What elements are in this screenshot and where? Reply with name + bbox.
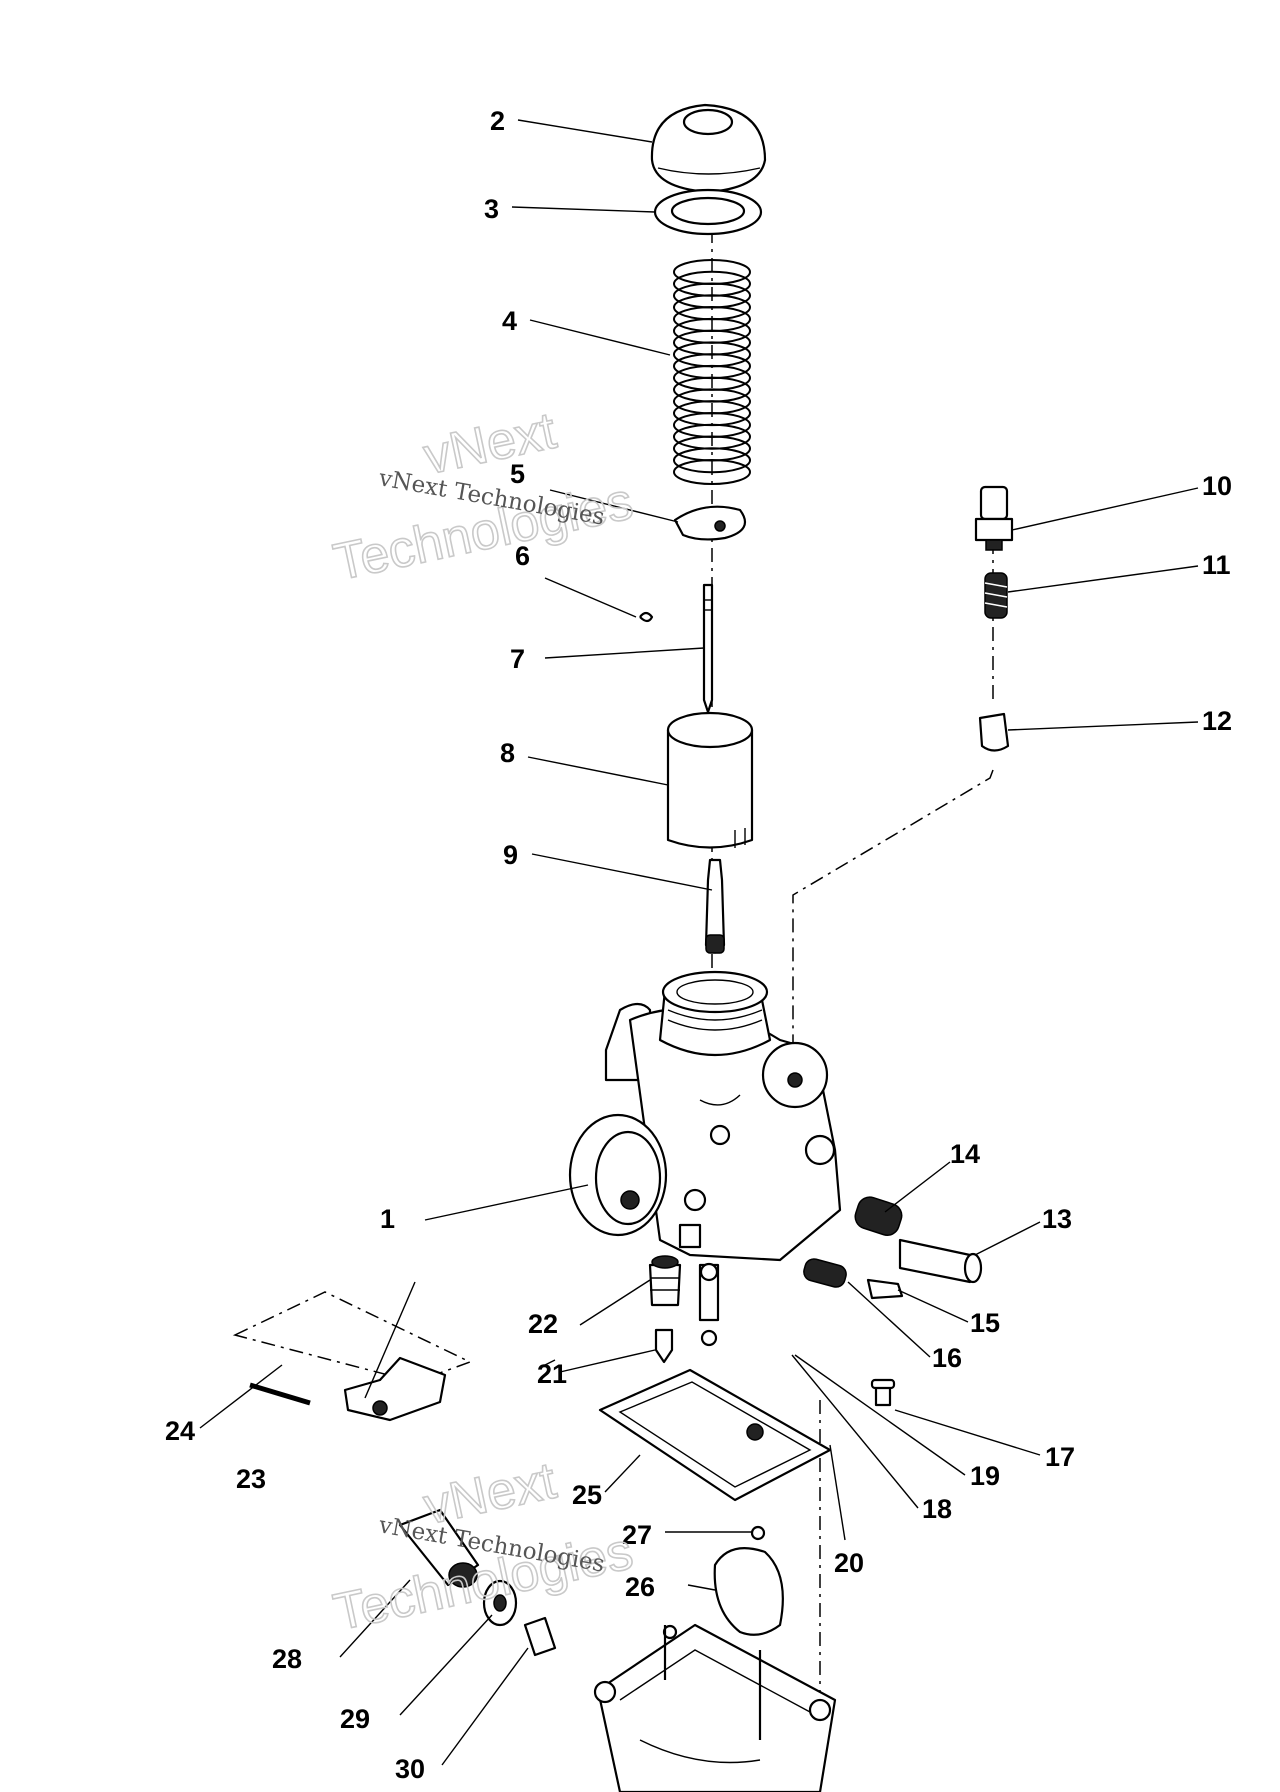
part-pilot-spring (803, 1258, 847, 1288)
callout-12: 12 (1202, 706, 1232, 736)
leader-lines (199, 119, 1199, 1766)
part-e-clip (639, 611, 654, 623)
callout-17: 17 (1045, 1442, 1075, 1472)
callout-3: 3 (484, 194, 499, 224)
callout-15: 15 (970, 1308, 1000, 1338)
part-float-needle (654, 1328, 674, 1364)
callout-26: 26 (625, 1572, 655, 1602)
callout-24: 24 (165, 1416, 195, 1446)
part-adjuster-seat (978, 712, 1010, 752)
pilot-route-line (792, 769, 994, 1080)
part-clip-plate (673, 505, 747, 541)
spring-coil (673, 447, 751, 474)
callout-21: 21 (537, 1359, 567, 1389)
part-washer (653, 188, 763, 236)
part-float-pin (249, 1382, 311, 1406)
part-needle-jet (704, 858, 726, 954)
part-pilot-screw (866, 1278, 904, 1300)
callout-7: 7 (510, 644, 525, 674)
part-adjuster-top (974, 485, 1014, 551)
part-pilot-jet (648, 1255, 682, 1307)
callout-19: 19 (970, 1461, 1000, 1491)
callout-18: 18 (922, 1494, 952, 1524)
part-jet-needle (702, 583, 714, 714)
callout-6: 6 (515, 541, 530, 571)
part-drain-washer (482, 1579, 518, 1627)
callout-labels: 1 2 3 4 5 6 7 8 9 10 11 12 13 14 15 16 1… (165, 106, 1232, 1784)
part-float-bowl (593, 1623, 837, 1792)
part-throttle-slide (666, 711, 754, 849)
part-cap (650, 103, 767, 194)
callout-29: 29 (340, 1704, 370, 1734)
callout-1: 1 (380, 1204, 395, 1234)
callout-13: 13 (1042, 1204, 1072, 1234)
callout-30: 30 (395, 1754, 425, 1784)
part-carburetor-body (568, 970, 842, 1262)
part-drain-screw (870, 1378, 896, 1407)
callout-2: 2 (490, 106, 505, 136)
part-drain-fitting (398, 1508, 480, 1588)
callout-11: 11 (1202, 550, 1231, 580)
part-idle-screw (898, 1238, 983, 1284)
part-main-jet-holder (698, 1262, 720, 1322)
part-drain-bolt (523, 1616, 557, 1657)
part-float (713, 1547, 784, 1636)
spring-coil (673, 459, 751, 485)
callout-27: 27 (622, 1520, 652, 1550)
callout-16: 16 (932, 1343, 962, 1373)
callout-5: 5 (510, 459, 525, 489)
callout-8: 8 (500, 738, 515, 768)
part-bowl-gasket (598, 1368, 832, 1502)
callout-23: 23 (236, 1464, 266, 1494)
callout-28: 28 (272, 1644, 302, 1674)
part-main-jet (700, 1329, 718, 1347)
callout-4: 4 (502, 306, 517, 336)
part-float-needle-seat (750, 1525, 766, 1541)
part-float-arm (232, 1291, 472, 1422)
part-idle-spring (854, 1196, 903, 1236)
callout-25: 25 (572, 1480, 602, 1510)
part-adjuster-spring (984, 572, 1008, 619)
part-spring (673, 259, 751, 485)
callout-14: 14 (950, 1139, 980, 1169)
callout-10: 10 (1202, 471, 1232, 501)
callout-9: 9 (503, 840, 518, 870)
watermark-big-line1: vNext (419, 402, 562, 486)
callout-22: 22 (528, 1309, 558, 1339)
callout-20: 20 (834, 1548, 864, 1578)
